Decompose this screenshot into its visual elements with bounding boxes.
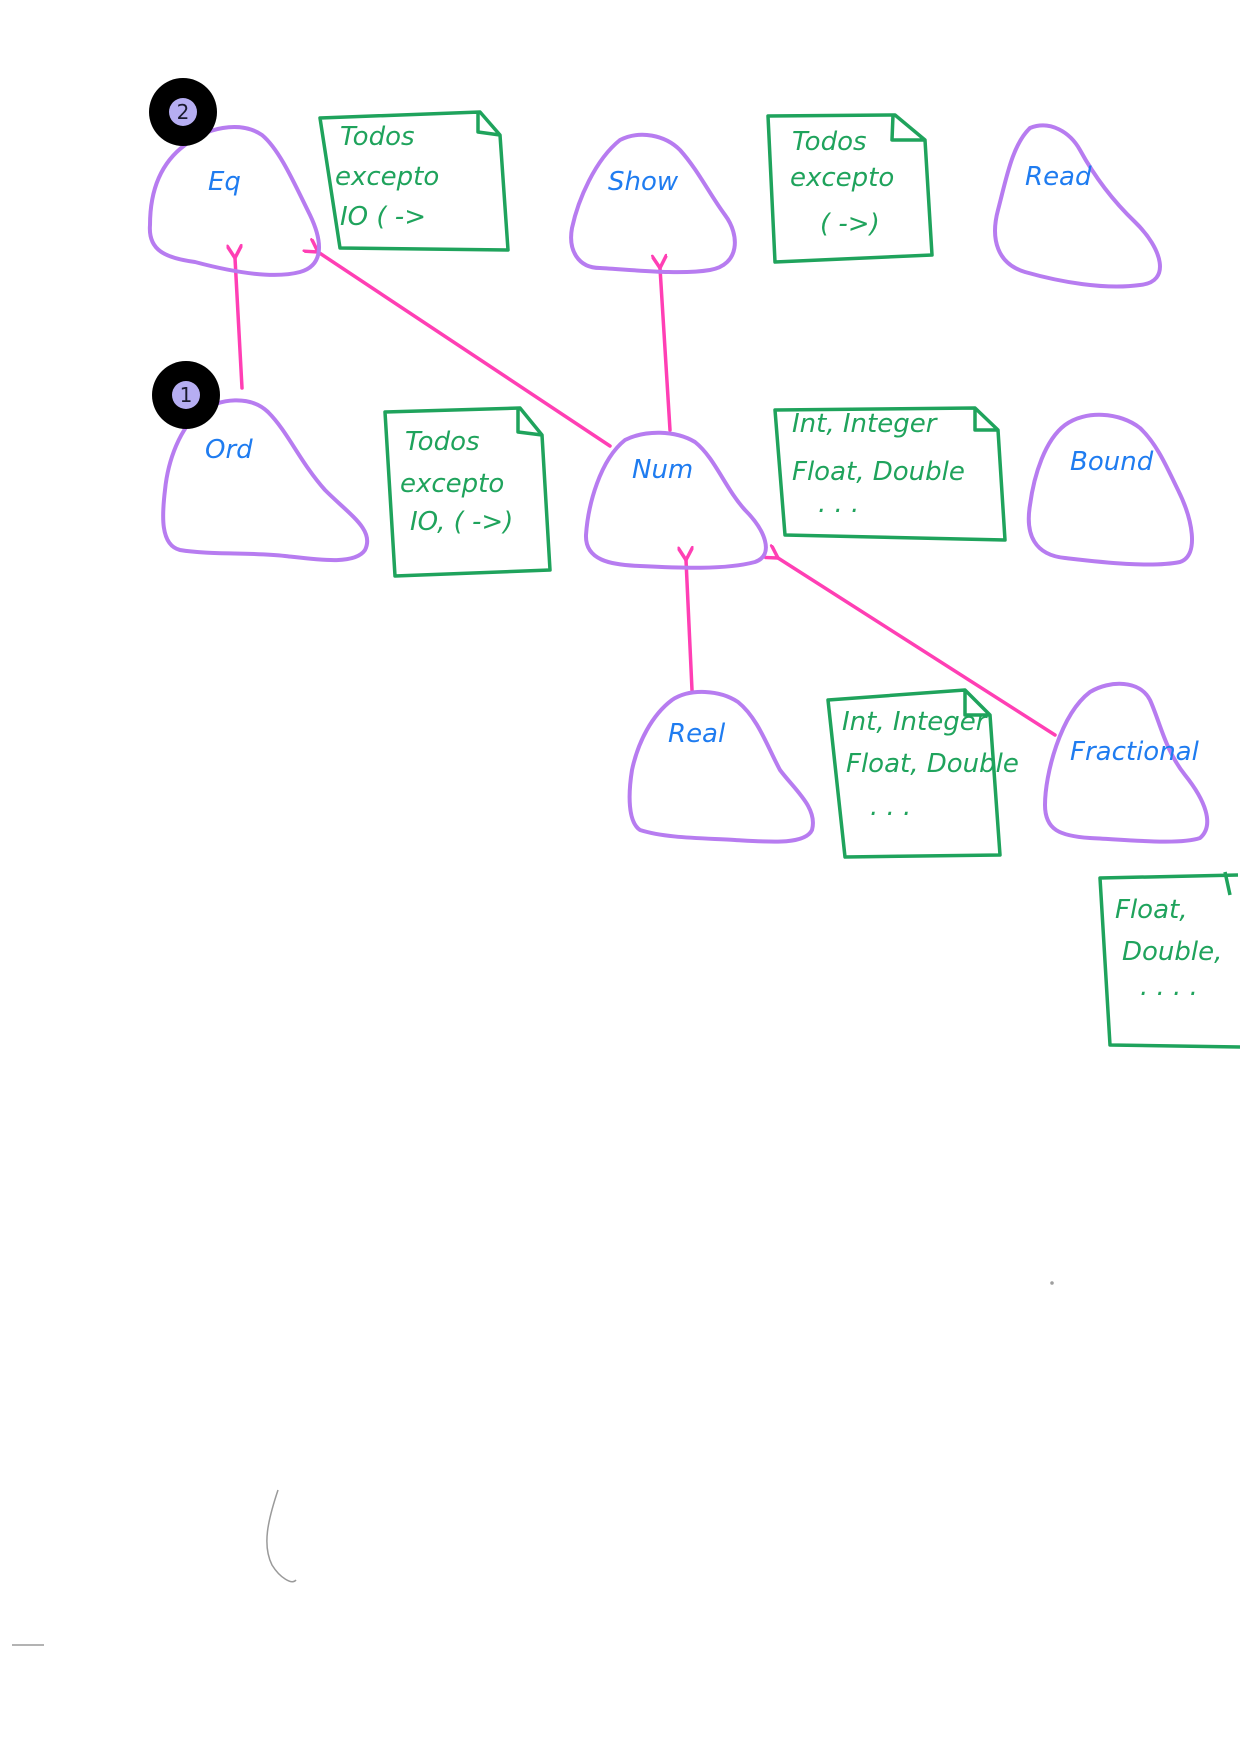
class-show-outline (569, 132, 737, 275)
class-read-label: Read (1025, 162, 1092, 192)
class-bound: Bound (1026, 412, 1194, 567)
class-bound-label: Bound (1070, 447, 1154, 477)
class-fractional-outline (1043, 681, 1210, 844)
class-real: Real (627, 689, 815, 844)
note-ord-line-1: Todos (405, 427, 480, 457)
class-ord-label: Ord (205, 435, 253, 465)
note-fractional: Float, Double, . . . . (1098, 871, 1240, 1049)
badge-ord: 1 (152, 361, 220, 429)
note-eq-line-1: Todos (340, 122, 415, 152)
class-ord-outline (161, 398, 370, 563)
class-bound-outline (1026, 412, 1194, 567)
class-show-label: Show (608, 167, 679, 197)
class-num-label: Num (632, 455, 693, 485)
note-num-line-2: Float, Double (792, 457, 965, 487)
class-show: Show (569, 132, 737, 275)
badge-eq-inner (169, 98, 197, 126)
note-show-line-1: Todos (792, 127, 867, 157)
note-real: Int, Integer Float, Double . . . (826, 688, 1019, 859)
badge-ord-number: 1 (180, 383, 193, 407)
class-read: Read (993, 123, 1162, 289)
note-ord-line-2: excepto (400, 469, 504, 499)
class-eq: Eq (147, 125, 321, 277)
note-show: Todos excepto ( ->) (766, 113, 934, 264)
class-eq-label: Eq (208, 167, 241, 197)
badge-eq-number: 2 (177, 100, 190, 124)
class-num-outline (583, 430, 768, 570)
arrow-num-to-eq (318, 252, 612, 448)
class-fractional-label: Fractional (1070, 737, 1200, 767)
class-read-outline (993, 123, 1162, 289)
note-fractional-line-3: . . . . (1140, 972, 1198, 1002)
note-real-line-3: . . . (870, 792, 911, 822)
arrow-num-to-show (660, 268, 672, 432)
class-fractional: Fractional (1043, 681, 1210, 844)
class-num: Num (583, 430, 768, 570)
class-ord: Ord (161, 398, 370, 563)
arrow-fractional-to-num (778, 558, 1057, 737)
note-show-line-2: excepto (790, 163, 894, 193)
note-num: Int, Integer Float, Double . . . (773, 406, 1007, 542)
class-eq-outline (147, 125, 321, 277)
note-ord-line-3: IO, ( ->) (410, 507, 513, 537)
note-show-line-3: ( ->) (820, 209, 880, 239)
note-real-frame (826, 688, 1002, 859)
note-num-frame (773, 406, 1007, 542)
arrow-ord-to-eq (235, 258, 244, 390)
note-eq: Todos excepto IO ( -> (318, 110, 510, 252)
note-real-line-2: Float, Double (846, 749, 1019, 779)
class-real-label: Real (668, 719, 726, 749)
note-fractional-line-1: Float, (1115, 895, 1187, 925)
note-fractional-line-2: Double, (1122, 937, 1222, 967)
note-fractional-frame (1098, 871, 1240, 1049)
note-real-line-1: Int, Integer (842, 707, 989, 737)
note-eq-line-2: excepto (335, 162, 439, 192)
note-eq-line-3: IO ( -> (340, 202, 426, 232)
note-num-line-3: . . . (818, 489, 859, 519)
note-ord-frame (383, 406, 552, 578)
arrow-real-to-num (686, 560, 692, 692)
stray-dot (1050, 1281, 1054, 1285)
stray-mark-left (266, 1489, 297, 1583)
note-ord: Todos excepto IO, ( ->) (383, 406, 552, 578)
class-real-outline (627, 689, 815, 844)
note-eq-frame (318, 110, 510, 252)
note-show-frame (766, 113, 934, 264)
badge-ord-inner (172, 381, 200, 409)
note-num-line-1: Int, Integer (792, 409, 939, 439)
badge-eq: 2 (149, 78, 217, 146)
